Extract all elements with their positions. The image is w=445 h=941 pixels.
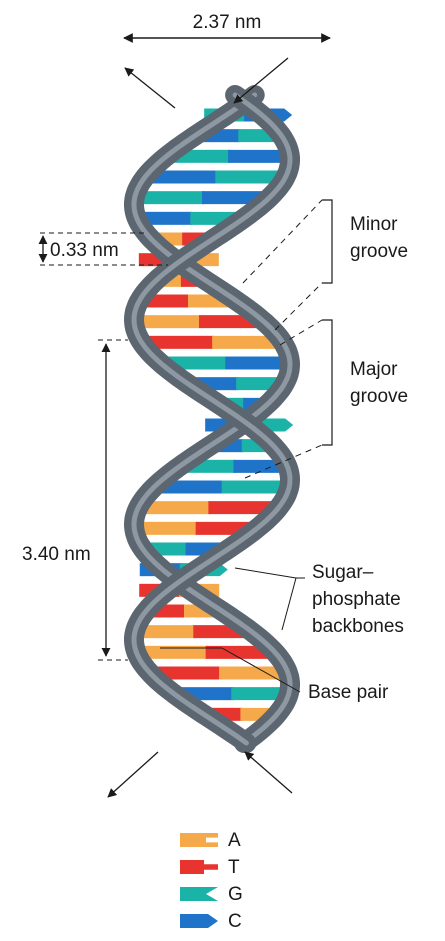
minor-groove-label-line-2: groove <box>350 241 408 262</box>
legend-swatch-c <box>180 914 218 928</box>
legend-item-a: A <box>180 830 241 851</box>
legend-swatch-g <box>180 887 218 901</box>
major-groove-label-line-2: groove <box>350 386 408 407</box>
backbones-label-line-2: phosphate <box>312 589 401 610</box>
major-groove-label-line-1: Major <box>350 359 398 380</box>
legend-label-a: A <box>228 830 241 851</box>
turn-length-dimension: 3.40 nm <box>22 340 128 660</box>
legend-item-t: T <box>180 857 240 878</box>
backbones-label: Sugar– phosphate backbones <box>312 562 406 637</box>
legend-label-t: T <box>228 857 240 878</box>
legend-label-g: G <box>228 884 243 905</box>
backbone-callout-2 <box>282 578 305 630</box>
legend-swatch-a <box>180 833 218 847</box>
minor-groove-bracket <box>322 200 332 283</box>
legend-item-g: G <box>180 884 243 905</box>
legend-label-c: C <box>228 911 242 932</box>
base-pair-label: Base pair <box>308 682 389 703</box>
bottom-right-arrow <box>245 752 292 793</box>
major-groove-bracket <box>322 320 332 445</box>
backbone-callout-1 <box>235 568 305 578</box>
minor-groove-guide-2 <box>275 283 322 330</box>
width-dimension: 2.37 nm <box>124 12 330 38</box>
major-groove-label: Major groove <box>350 359 408 407</box>
minor-groove-label-line-1: Minor <box>350 214 398 235</box>
top-left-arrow <box>125 68 175 108</box>
spacing-label: 0.33 nm <box>50 240 119 261</box>
turn-label: 3.40 nm <box>22 544 91 565</box>
bottom-left-arrow <box>108 752 158 797</box>
backbones-label-line-1: Sugar– <box>312 562 374 583</box>
legend-swatch-t <box>180 860 218 874</box>
width-label: 2.37 nm <box>193 12 262 33</box>
backbones-label-line-3: backbones <box>312 616 404 637</box>
minor-groove-label: Minor groove <box>350 214 408 262</box>
legend-item-c: C <box>180 911 242 932</box>
